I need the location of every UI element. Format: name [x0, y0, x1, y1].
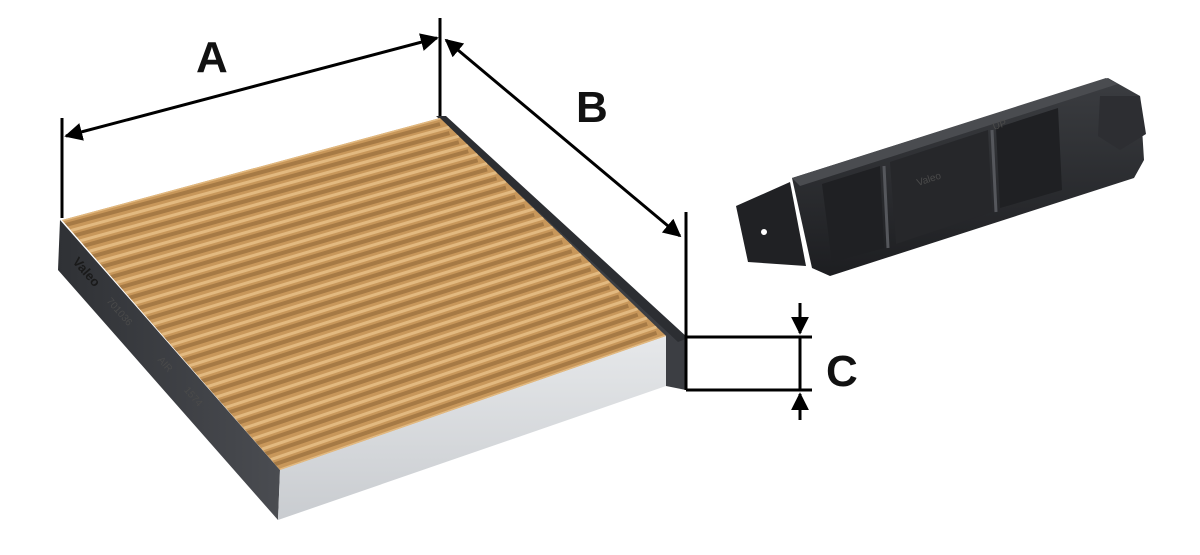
- clip-end-tab-left: [736, 182, 806, 266]
- pleat-ridge: [215, 270, 601, 399]
- pleat-shadow: [188, 249, 573, 374]
- pleat-shadow: [88, 149, 469, 260]
- pleat-shadow: [97, 158, 479, 270]
- pleat-ridge: [270, 325, 658, 462]
- filter-frame-left: [58, 220, 280, 520]
- pleat-ridge: [170, 225, 554, 347]
- pleat-ridge: [261, 316, 648, 451]
- pleat-shadow: [252, 312, 639, 447]
- clip-hole: [761, 229, 767, 235]
- pleat-ridge: [206, 261, 592, 389]
- dimension-a-label: A: [196, 33, 228, 82]
- pleat-ridge: [97, 152, 479, 264]
- dimension-b-arrow: [444, 38, 682, 238]
- clip-compartment-1: [822, 166, 884, 262]
- pleat-ridge: [188, 243, 573, 368]
- pleat-shadow: [161, 222, 545, 343]
- pleat-shadow: [70, 131, 450, 239]
- clip-compartment-3: [996, 108, 1062, 208]
- pleat-shadow: [233, 294, 620, 426]
- pleat-shadow: [125, 185, 507, 301]
- pleat-ridge: [107, 161, 488, 274]
- pleat-ridge: [70, 125, 450, 232]
- pleat-ridge: [179, 234, 563, 357]
- pleat-shadow: [170, 231, 554, 353]
- pleat-ridge: [125, 180, 507, 295]
- pleat-shadow: [106, 167, 488, 281]
- clip-up-marking: UP: [992, 118, 1009, 133]
- dimension-a: A: [60, 18, 442, 218]
- dimension-c: C: [686, 303, 858, 420]
- pleat-shadow: [115, 176, 498, 291]
- dimension-c-label: C: [826, 347, 858, 396]
- clip-compartment-2: [890, 130, 992, 244]
- dimension-b-label: B: [576, 83, 608, 132]
- pleat-shadow: [215, 276, 601, 405]
- pleat-ridge: [252, 307, 639, 441]
- filter-carbon-layer: [278, 336, 666, 520]
- pleat-shadow: [243, 303, 629, 437]
- pleat-shadow: [206, 267, 592, 395]
- dimension-a-arrow: [64, 33, 439, 141]
- pleat-shadow: [79, 140, 460, 249]
- pleat-shadow: [197, 258, 582, 385]
- pleat-shadow: [270, 331, 658, 468]
- pleat-ridge: [234, 289, 620, 420]
- clip-rib: [882, 165, 890, 249]
- pleat-shadow: [179, 240, 564, 364]
- clip-latch-right: [1098, 96, 1146, 150]
- pleat-ridge: [197, 252, 582, 378]
- pleat-ridge: [225, 280, 610, 409]
- filter-clip: Valeo UP: [736, 78, 1146, 276]
- dimension-b: B: [444, 38, 688, 390]
- pleat-ridge: [116, 171, 497, 284]
- clip-rib: [990, 129, 998, 213]
- pleat-ridge: [161, 216, 545, 337]
- pleat-shadow: [261, 321, 648, 458]
- pleat-ridge: [88, 143, 469, 253]
- pleat-ridge: [79, 134, 460, 243]
- pleat-shadow: [224, 285, 611, 416]
- pleat-shadow: [62, 122, 441, 228]
- clip-top-lip: [792, 78, 1118, 186]
- cabin-filter: Valeo 701036 AIR 1574: [58, 116, 688, 520]
- pleat-ridge: [243, 298, 629, 430]
